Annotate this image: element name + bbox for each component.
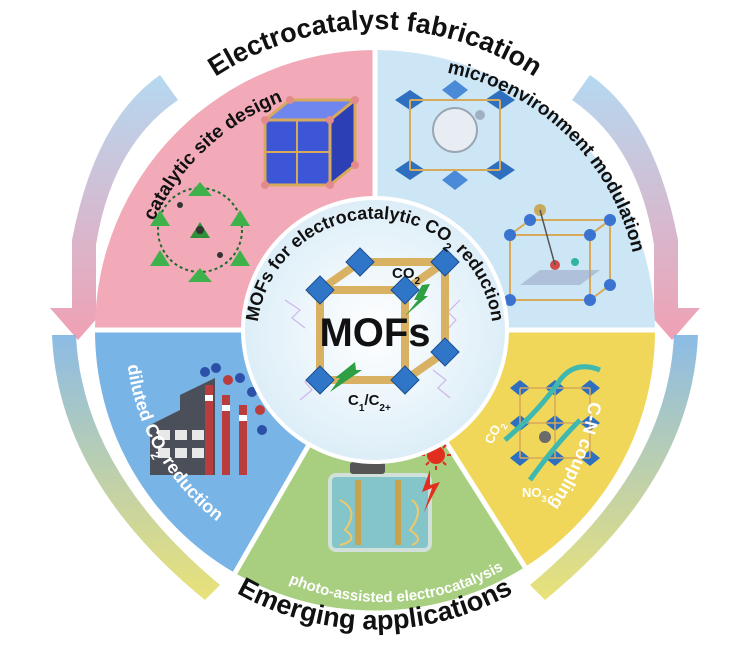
- center-co2-label: CO2: [392, 265, 421, 287]
- diluted-co2-illustrations: [150, 363, 267, 475]
- photo-assisted-illustrations: [328, 440, 451, 552]
- factory-icon: [150, 363, 267, 475]
- right-bottom-arc: [530, 335, 698, 600]
- microenvironment-illustrations: [395, 80, 616, 306]
- framework-grid-icon: [503, 364, 601, 482]
- right-top-arrow: [572, 75, 700, 340]
- unit-cell-icon: [504, 204, 616, 306]
- cube-lattice-icon: [260, 96, 360, 189]
- cn-coupling-illustrations: [503, 364, 601, 482]
- left-bottom-arc: [52, 335, 220, 600]
- green-framework-icon: [150, 182, 250, 282]
- outer-ring-arrows: [50, 75, 700, 600]
- cn-no3-label: NO3-: [522, 484, 550, 504]
- porous-framework-icon: [395, 80, 515, 190]
- electrolytic-cell-icon: [328, 462, 432, 552]
- mofs-label: MOFs: [319, 311, 430, 355]
- mof-cube-icon: [305, 247, 460, 395]
- catalytic-site-illustrations: [150, 96, 360, 282]
- reaction-arrows: [330, 284, 430, 392]
- product-label: C1/C2+: [348, 392, 391, 414]
- left-top-arrow: [50, 75, 178, 340]
